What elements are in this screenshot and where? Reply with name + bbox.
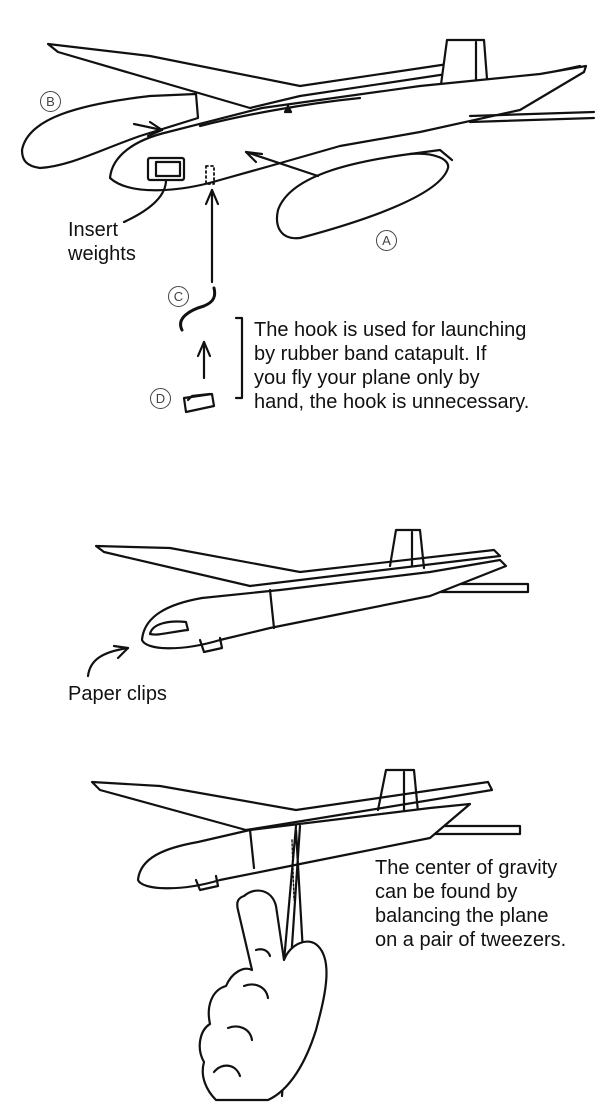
hook-note-line-4: hand, the hook is unnecessary. xyxy=(254,391,530,413)
part-b-wing xyxy=(20,92,200,170)
tail-rod xyxy=(468,110,596,124)
part-label-b: B xyxy=(40,91,61,112)
main-wing-2 xyxy=(94,544,502,588)
hook-note-line-2: by rubber band catapult. If xyxy=(254,343,487,365)
hook-note-line-1: The hook is used for launching xyxy=(254,319,527,341)
assembly-arrows xyxy=(132,120,320,380)
insert-weights-line-2: weights xyxy=(68,243,136,265)
balancing-plane-drawing xyxy=(90,768,522,1102)
hook-note-line-3: you fly your plane only by xyxy=(254,367,480,389)
assembled-plane-drawing xyxy=(86,528,530,678)
horizontal-stabilizer-3 xyxy=(396,824,522,836)
part-label-c: C xyxy=(168,286,189,307)
paper-clips-label: Paper clips xyxy=(68,683,167,705)
cg-note-line-2: can be found by xyxy=(375,881,518,903)
paper-clips-arrow xyxy=(86,646,130,678)
note-bracket xyxy=(234,316,244,400)
vertical-fin-2 xyxy=(388,528,426,570)
insert-weights-line-1: Insert xyxy=(68,219,119,241)
part-label-a: A xyxy=(376,230,397,251)
clip-part-d xyxy=(182,392,216,414)
weights-leader xyxy=(122,178,168,224)
cg-note-line-3: balancing the plane xyxy=(375,905,549,927)
fuselage-2 xyxy=(140,558,508,650)
fuselage-3 xyxy=(136,802,472,890)
hand xyxy=(198,889,328,1102)
part-label-d: D xyxy=(150,388,171,409)
hook-part-c xyxy=(179,286,217,332)
horizontal-stabilizer-2 xyxy=(428,582,530,594)
fuselage xyxy=(108,64,588,192)
insert-weights-label: Insert weights xyxy=(68,218,136,266)
exploded-plane-drawing xyxy=(20,38,596,414)
cg-note-line-1: The center of gravity xyxy=(375,857,558,879)
cg-note-line-4: on a pair of tweezers. xyxy=(375,929,567,951)
part-a-float xyxy=(275,152,450,240)
center-of-gravity-note: The center of gravity can be found by ba… xyxy=(375,856,566,952)
vertical-fin-3 xyxy=(376,768,420,814)
main-wing-3 xyxy=(90,780,494,832)
paper-clip-2 xyxy=(198,636,224,654)
hook-note: The hook is used for launching by rubber… xyxy=(254,318,529,414)
